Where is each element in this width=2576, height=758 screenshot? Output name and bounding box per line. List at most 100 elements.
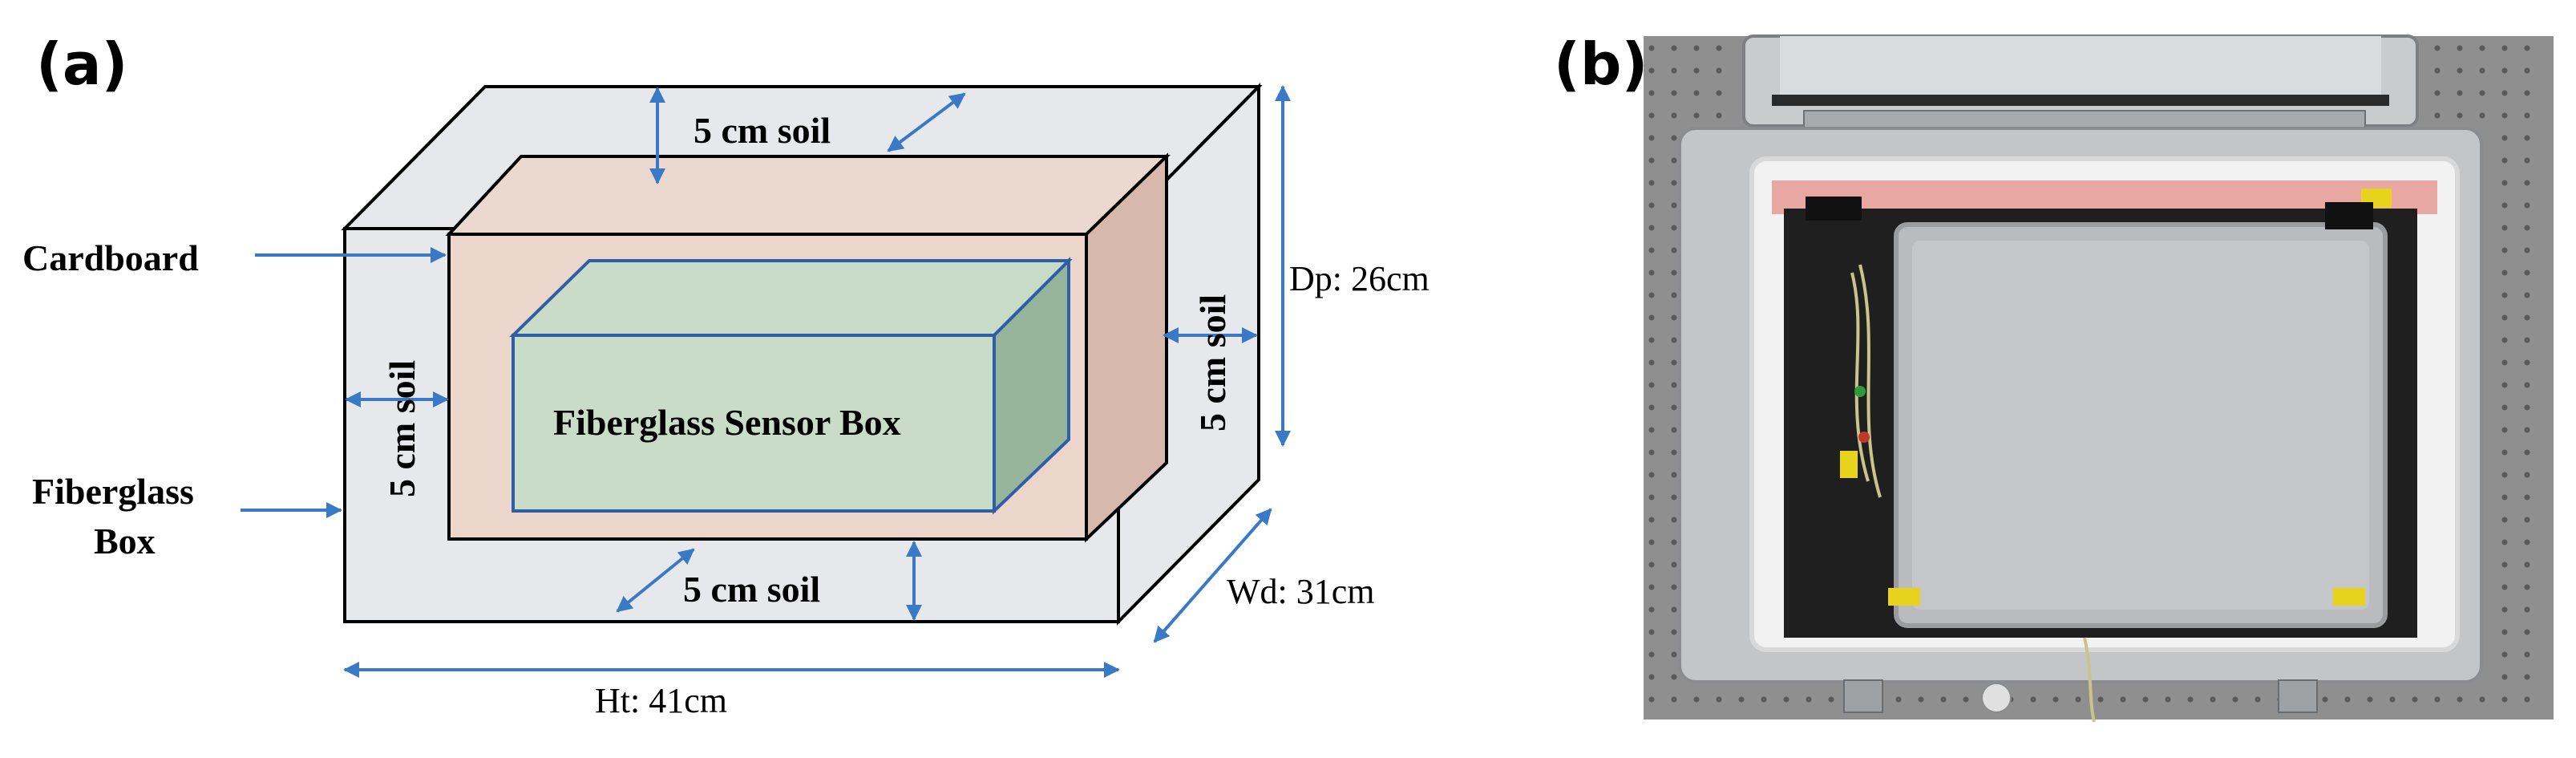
table-hole [2524,157,2530,164]
table-hole [1648,337,1655,343]
table-hole [1648,270,1655,276]
table-hole [2501,472,2508,478]
table-hole [2120,696,2126,703]
table-hole [1648,472,1655,478]
table-hole [1671,180,1677,186]
table-hole [1648,45,1655,51]
table-hole [1693,67,1700,74]
table-hole [2524,539,2530,545]
table-hole [1648,674,1655,680]
table-hole [2524,337,2530,343]
table-hole [2524,517,2530,523]
table-hole [2501,651,2508,658]
table-hole [1648,696,1655,703]
wires [1850,264,2096,723]
table-hole [1738,696,1745,703]
latch-center [1981,683,2012,713]
label-soil-right: 5 cm soil [1192,294,1233,432]
table-hole [1716,90,1722,96]
table-hole [2524,629,2530,635]
table-hole [2501,67,2508,74]
latch-right [2278,679,2318,713]
table-hole [2412,696,2418,703]
table-hole [2501,359,2508,366]
table-hole [1671,45,1677,51]
table-hole [2434,90,2441,96]
table-hole [2479,67,2485,74]
table-hole [2501,112,2508,119]
table-hole [2501,157,2508,164]
table-hole [2501,561,2508,568]
table-hole [1648,382,1655,388]
table-hole [2501,696,2508,703]
table-hole [2524,606,2530,613]
panel-label-b: (b) [1554,30,1648,98]
table-hole [1648,539,1655,545]
table-hole [2501,404,2508,411]
table-hole [2501,337,2508,343]
table-hole [2075,696,2081,703]
table-hole [2501,449,2508,456]
table-hole [1693,696,1700,703]
table-hole [2479,45,2485,51]
soil-arrows [241,85,1291,678]
table-hole [1671,449,1677,456]
table-hole [1671,90,1677,96]
table-hole [1671,404,1677,411]
table-hole [2501,674,2508,680]
table-hole [1648,449,1655,456]
table-hole [1918,696,1924,703]
table-hole [2524,696,2530,703]
table-hole [2524,382,2530,388]
table-hole [1828,696,1834,703]
tape-1 [1888,588,1920,606]
table-hole [2052,696,2059,703]
table-hole [2524,472,2530,478]
label-sensor-box: Fiberglass Sensor Box [553,402,901,443]
table-hole [2434,696,2441,703]
table-hole [1693,112,1700,119]
table-hole [1716,696,1722,703]
table-hole [1648,202,1655,209]
box-diagram: 5 cm soil 5 cm soil 5 cm soil 5 cm soil … [22,83,1430,720]
table-hole [2524,359,2530,366]
table-hole [2524,561,2530,568]
label-soil-left: 5 cm soil [382,360,423,497]
table-hole [1648,606,1655,613]
table-hole [2524,674,2530,680]
table-hole [2501,292,2508,298]
table-hole [1716,45,1722,51]
tape-3 [1840,451,1858,478]
table-hole [2524,651,2530,658]
table-hole [2524,292,2530,298]
table-hole [2457,112,2463,119]
table-hole [1671,359,1677,366]
table-hole [1648,180,1655,186]
table-hole [1671,674,1677,680]
table-hole [1648,225,1655,231]
table-hole [2501,427,2508,433]
table-hole [1716,112,1722,119]
table-hole [2501,202,2508,209]
table-hole [2479,696,2485,703]
table-hole [1716,67,1722,74]
table-hole [2434,45,2441,51]
latch-left [1843,679,1883,713]
panel-label-a: (a) [36,30,127,98]
label-cardboard: Cardboard [22,237,199,278]
table-hole [2142,696,2149,703]
table-hole [2501,539,2508,545]
table-hole [1648,67,1655,74]
table-hole [2457,90,2463,96]
table-hole [2501,45,2508,51]
table-hole [1648,135,1655,141]
table-hole [1648,517,1655,523]
table-hole [2389,696,2396,703]
table-hole [2524,449,2530,456]
table-hole [1648,292,1655,298]
table-hole [1671,584,1677,590]
table-hole [2501,494,2508,501]
table-hole [1761,696,1767,703]
table-hole [1671,67,1677,74]
